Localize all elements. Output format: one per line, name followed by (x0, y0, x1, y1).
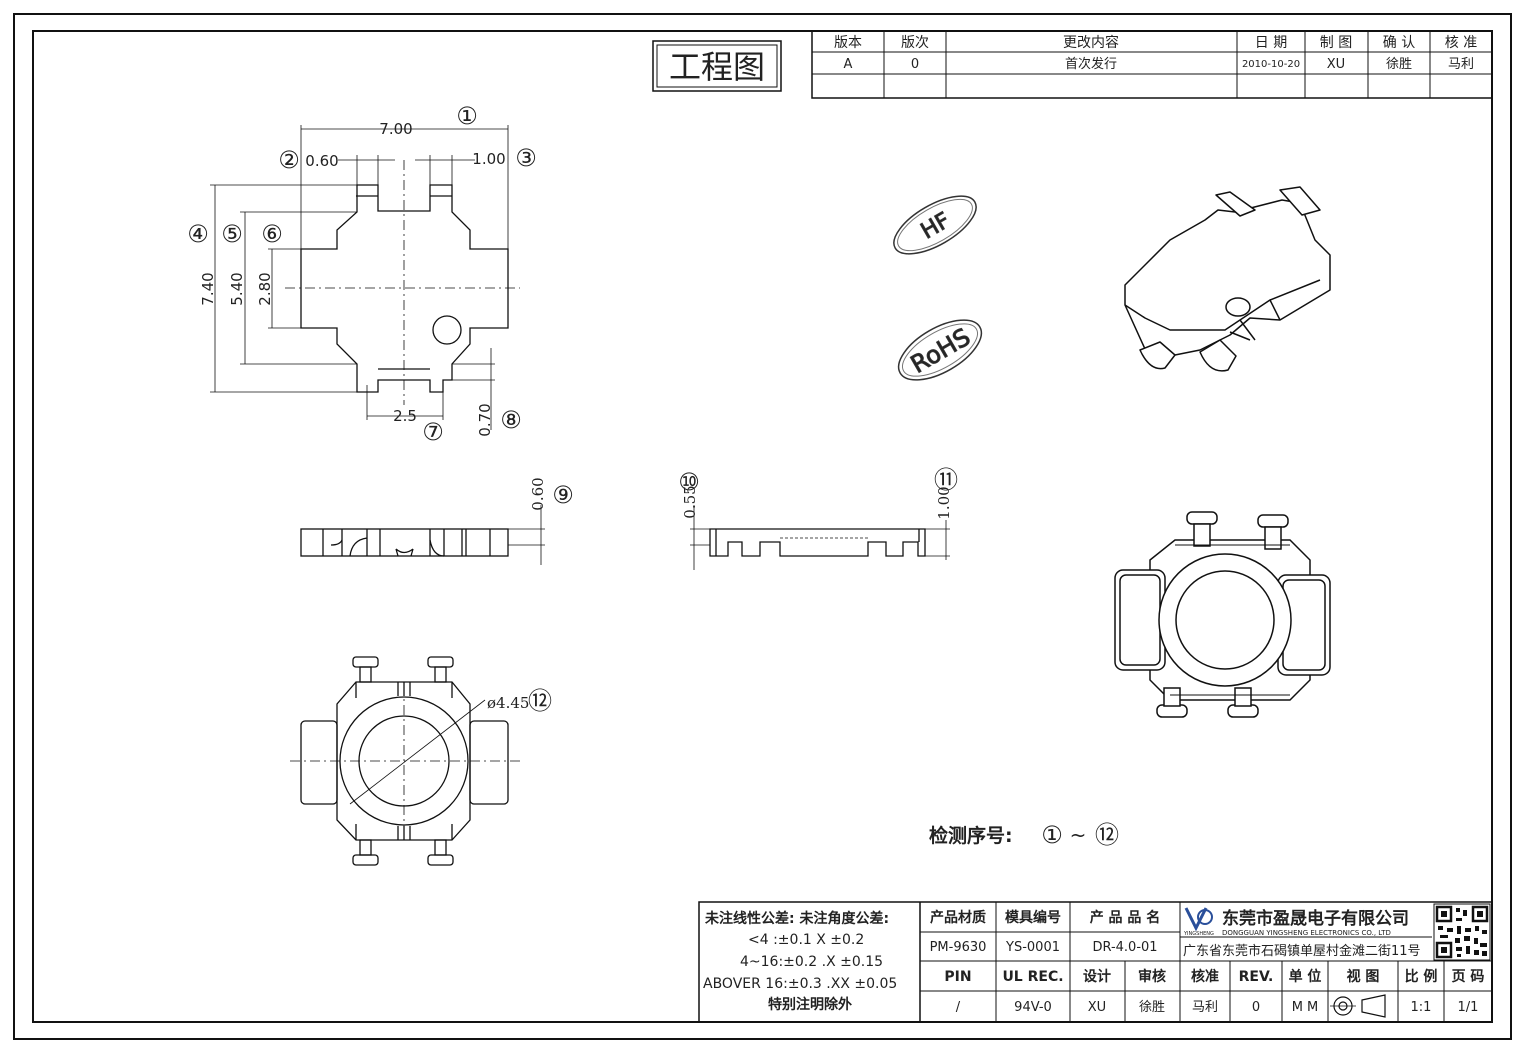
inspection-from: ① (1041, 821, 1063, 849)
marker-1: ① (456, 102, 478, 130)
rev-header-change: 更改内容 (1063, 34, 1119, 51)
top-view-dimensions (210, 125, 509, 430)
dim-4-value: 7.40 (199, 272, 217, 305)
rohs-badge: RoHS (897, 319, 983, 381)
tolerance-line-4: 特别注明除外 (768, 996, 852, 1013)
rev-header-drawn: 制 图 (1320, 35, 1352, 51)
marker-6: ⑥ (261, 220, 283, 248)
inspection-label: 检测序号: (929, 824, 1013, 847)
value-mold: YS-0001 (1005, 940, 1060, 955)
inspection-to: ⑫ (1095, 821, 1119, 849)
dim-3-value: 1.00 (472, 150, 505, 168)
dim-2-value: 0.60 (305, 152, 338, 170)
company-logo-icon (1184, 907, 1213, 932)
drawing-title: 工程图 (652, 40, 782, 92)
rev-header-date: 日 期 (1255, 35, 1287, 51)
marker-7: ⑦ (422, 418, 444, 446)
rev-cell-date: 2010-10-20 (1242, 59, 1300, 70)
svg-text:HF: HF (917, 208, 955, 244)
marker-10: ⑩ (678, 468, 700, 496)
dim-10-value: 0.55 (681, 485, 699, 518)
marker-9: ⑨ (552, 481, 574, 509)
marker-3: ③ (515, 144, 537, 172)
value-page: 1/1 (1458, 1000, 1479, 1015)
dim-11-value: 1.00 (935, 486, 953, 519)
label-scale: 比 例 (1405, 968, 1438, 985)
value-review: 徐胜 (1139, 1000, 1165, 1015)
isometric-top-view (1124, 186, 1331, 372)
dim-12-value: ø4.45 (487, 694, 529, 712)
side-view-2 (690, 505, 950, 570)
label-rev: REV. (1239, 969, 1274, 985)
tolerance-line-2: 4~16:±0.2 .X ±0.15 (740, 954, 883, 970)
value-pin: / (956, 1000, 961, 1015)
bottom-view (290, 656, 520, 866)
value-design: XU (1088, 1000, 1106, 1015)
rev-cell-confirm: 徐胜 (1386, 57, 1412, 72)
value-ul: 94V-0 (1014, 1000, 1052, 1015)
label-ul: UL REC. (1002, 969, 1063, 985)
svg-text:工程图: 工程图 (669, 48, 765, 86)
dim-6-value: 2.80 (256, 272, 274, 305)
rev-header-edition: 版次 (901, 35, 929, 51)
inspection-sep: ~ (1070, 823, 1087, 847)
top-view (285, 160, 520, 405)
value-rev: 0 (1252, 1000, 1260, 1015)
tolerance-line-1: <4 :±0.1 X ±0.2 (748, 932, 864, 948)
projection-symbol-icon (1330, 994, 1386, 1018)
company-name: 东莞市盈晟电子有限公司 (1222, 908, 1409, 929)
label-mold: 模具编号 (1005, 909, 1061, 926)
rev-header-version: 版本 (834, 35, 862, 51)
revision-table (811, 30, 1493, 99)
rev-cell-drawn: XU (1327, 57, 1345, 72)
label-approve: 核准 (1191, 968, 1219, 985)
dim-9-value: 0.60 (529, 477, 547, 510)
label-material: 产品材质 (930, 909, 986, 926)
marker-4: ④ (187, 220, 209, 248)
dim-8-value: 0.70 (476, 403, 494, 436)
label-product: 产 品 品 名 (1090, 909, 1161, 926)
marker-11: ⑪ (934, 466, 958, 494)
rev-cell-version: A (844, 57, 853, 72)
label-design: 设计 (1083, 968, 1111, 985)
label-view: 视 图 (1347, 968, 1380, 985)
company-brand: YINGSHENG (1183, 931, 1214, 937)
side-view-1 (300, 505, 545, 565)
rev-cell-change: 首次发行 (1065, 56, 1117, 72)
dim-7-value: 2.5 (393, 407, 417, 425)
rev-cell-edition: 0 (911, 57, 919, 72)
dim-5-value: 5.40 (228, 272, 246, 305)
value-approve: 马利 (1192, 1000, 1218, 1015)
isometric-bottom-view (1114, 511, 1331, 718)
label-pin: PIN (944, 969, 971, 985)
title-block (698, 901, 1493, 1023)
value-product: DR-4.0-01 (1092, 940, 1157, 955)
rev-header-confirm: 确 认 (1383, 35, 1415, 51)
marker-5: ⑤ (221, 220, 243, 248)
hf-badge: HF (893, 195, 977, 255)
tolerance-heading: 未注线性公差: 未注角度公差: (705, 910, 889, 927)
dim-1-value: 7.00 (379, 120, 412, 138)
marker-12: ⑫ (528, 687, 552, 715)
tolerance-line-3: ABOVER 16:±0.3 .XX ±0.05 (703, 976, 897, 992)
rev-header-approve: 核 准 (1445, 35, 1477, 51)
company-address: 广东省东莞市石碣镇单屋村金滩二街11号 (1183, 943, 1421, 959)
qr-code-icon (1433, 903, 1491, 961)
company-english: DONGGUAN YINGSHENG ELECTRONICS CO., LTD (1222, 929, 1391, 937)
rev-cell-approve: 马利 (1448, 57, 1474, 72)
value-material: PM-9630 (930, 940, 987, 955)
marker-2: ② (278, 146, 300, 174)
label-unit: 单 位 (1289, 968, 1322, 985)
label-page: 页 码 (1452, 969, 1485, 985)
value-unit: M M (1292, 1000, 1319, 1015)
value-scale: 1:1 (1411, 1000, 1432, 1015)
outer-border (13, 13, 1512, 1040)
label-review: 审核 (1138, 968, 1166, 985)
marker-8: ⑧ (500, 406, 522, 434)
